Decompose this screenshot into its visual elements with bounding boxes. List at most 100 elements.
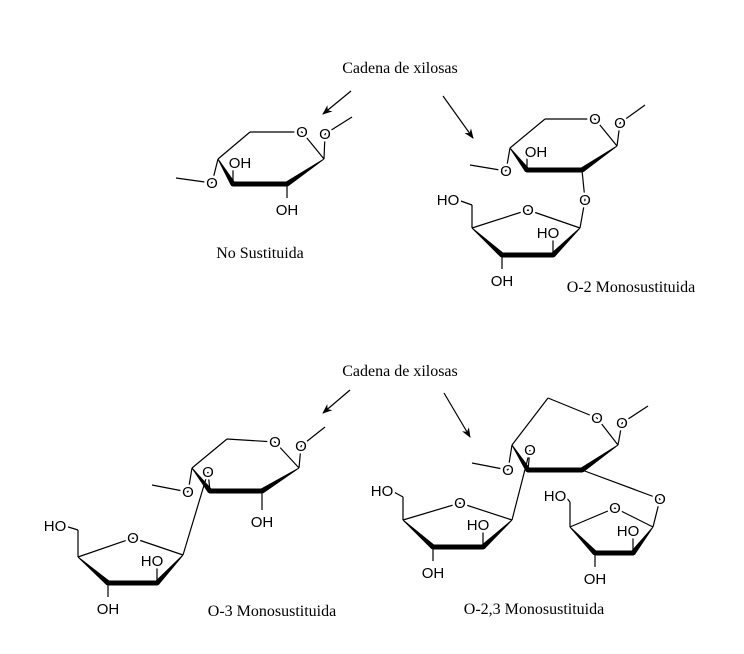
bond <box>402 502 461 521</box>
atom-label-o: O <box>202 464 214 481</box>
bond <box>511 397 549 446</box>
atom-label-ho: HO <box>437 192 460 209</box>
atom-label-o: O <box>269 434 281 451</box>
atom-label-o: O <box>319 126 331 143</box>
atom-label-o: O <box>522 202 534 219</box>
atom-label-ho: HO <box>617 523 640 540</box>
bond <box>187 467 193 493</box>
arrow-icon <box>322 90 352 115</box>
bond <box>207 471 211 492</box>
atom-label-oh: OH <box>251 514 274 531</box>
atom-label-o: O <box>454 495 466 512</box>
atom-label-o: O <box>579 192 591 209</box>
wedge-bond <box>551 227 581 257</box>
wedge-bond <box>285 158 325 187</box>
bond <box>459 502 513 521</box>
bond <box>457 199 473 206</box>
bond <box>616 122 621 147</box>
wedge-bond <box>402 519 435 549</box>
wedge-bond <box>481 519 513 549</box>
bond <box>652 498 661 528</box>
bond <box>621 405 649 424</box>
wedge-bond <box>260 467 300 494</box>
wedge-bond <box>471 227 504 257</box>
wedge-bond <box>217 158 236 186</box>
atom-label-ho: HO <box>44 518 67 535</box>
atom-label-o: O <box>654 491 666 508</box>
atom-label-o: O <box>500 163 512 180</box>
wedge-bond <box>580 145 618 173</box>
bond <box>564 495 571 503</box>
bond <box>505 147 511 172</box>
bond <box>226 438 276 443</box>
bond <box>132 537 184 556</box>
atom-label-oh: OH <box>229 155 252 172</box>
atom-label-o: O <box>127 530 139 547</box>
atom-label-o: O <box>182 484 194 501</box>
atom-label-o: O <box>502 462 514 479</box>
atom-label-o: O <box>206 175 218 192</box>
atom-label-oh: OH <box>491 273 514 290</box>
atom-label-o: O <box>616 415 628 432</box>
caption-unsubstituted: No Sustituida <box>216 245 304 262</box>
caption-o3-monosubstituted: O-3 Monosustituida <box>208 603 336 620</box>
bond <box>191 438 228 469</box>
arrow-icon <box>442 95 474 139</box>
wedge-bond <box>155 554 184 585</box>
bond <box>594 118 618 147</box>
caption-xylose-chain-bottom: Cadena de xilosas <box>342 363 458 380</box>
wedge-bond <box>569 526 597 555</box>
bond <box>569 507 616 528</box>
atom-label-oh: OH <box>276 202 299 219</box>
arrow-icon <box>443 392 471 438</box>
wedge-bond <box>580 444 619 473</box>
atom-label-oh: OH <box>422 565 445 582</box>
bond <box>581 469 661 500</box>
bond <box>471 209 529 229</box>
bond <box>182 471 209 556</box>
bond <box>300 426 326 447</box>
wedge-bond <box>191 467 213 493</box>
bond <box>509 118 546 149</box>
atom-label-ho: HO <box>537 225 560 242</box>
bond <box>77 537 134 558</box>
bond <box>527 209 581 229</box>
bond <box>581 169 586 201</box>
atom-label-oh: OH <box>525 144 548 161</box>
bond <box>617 422 623 446</box>
bond <box>301 131 325 160</box>
bonds-layer <box>64 90 661 597</box>
atom-label-o: O <box>591 410 603 427</box>
bond <box>547 397 598 419</box>
bond <box>614 507 654 528</box>
wedge-bond <box>630 526 654 555</box>
caption-xylose-chain-top: Cadena de xilosas <box>342 60 458 77</box>
atom-label-o: O <box>589 111 601 128</box>
bond <box>619 104 646 124</box>
wedge-bond <box>77 556 110 585</box>
bond <box>471 462 509 471</box>
bond <box>391 490 404 498</box>
bond <box>596 417 619 446</box>
atom-label-oh: OH <box>97 601 120 618</box>
atom-label-o: O <box>295 438 307 455</box>
atom-label-ho: HO <box>141 553 164 570</box>
atom-label-o: O <box>609 500 621 517</box>
wedge-bond <box>511 444 531 472</box>
arrow-icon <box>322 389 351 414</box>
atom-label-oh: OH <box>584 571 607 588</box>
bond <box>211 158 219 184</box>
caption-o2-monosubstituted: O-2 Monosustituida <box>567 279 695 296</box>
atom-label-o: O <box>524 442 536 459</box>
bond <box>64 525 79 531</box>
atom-label-ho: HO <box>544 488 567 505</box>
atom-label-ho: HO <box>467 517 490 534</box>
caption-o23-monosubstituted: O-2,3 Monosustituida <box>464 601 604 618</box>
bond <box>579 199 586 229</box>
bond <box>151 484 189 493</box>
atom-label-o: O <box>614 115 626 132</box>
bond <box>274 441 300 469</box>
